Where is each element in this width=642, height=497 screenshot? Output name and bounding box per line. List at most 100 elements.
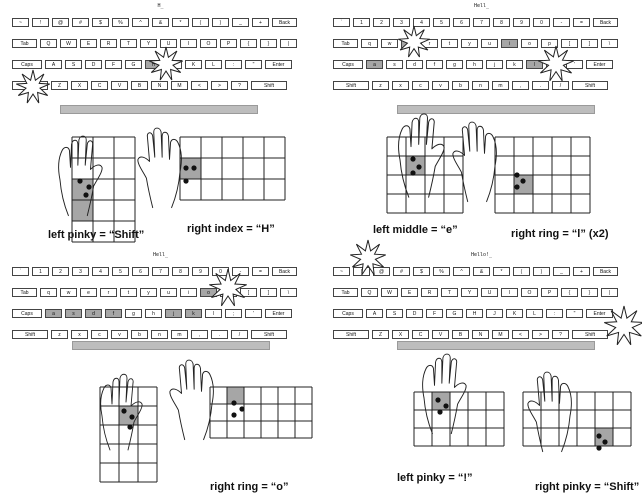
key-2-0[interactable]: Caps	[12, 60, 42, 69]
key-0-12[interactable]: =	[573, 18, 590, 27]
key-3-8[interactable]: <	[191, 81, 208, 90]
key-1-6[interactable]: Y	[140, 39, 157, 48]
key-2-4[interactable]: F	[105, 60, 122, 69]
key-0-11[interactable]: _	[553, 267, 570, 276]
key-1-7[interactable]: u	[481, 39, 498, 48]
key-3-11[interactable]: Shift	[251, 81, 287, 90]
key-0-5[interactable]: %	[433, 267, 450, 276]
key-1-12[interactable]: ]	[581, 39, 598, 48]
key-0-1[interactable]: !	[32, 18, 49, 27]
key-2-8[interactable]: K	[506, 309, 523, 318]
key-3-5[interactable]: b	[452, 81, 469, 90]
key-0-12[interactable]: +	[573, 267, 590, 276]
key-1-2[interactable]: w	[60, 288, 77, 297]
key-1-9[interactable]: o	[521, 39, 538, 48]
key-2-4[interactable]: f	[105, 309, 122, 318]
key-2-5[interactable]: G	[125, 60, 142, 69]
key-2-2[interactable]: s	[386, 60, 403, 69]
key-2-11[interactable]: '	[245, 309, 262, 318]
key-2-3[interactable]: d	[85, 309, 102, 318]
key-2-12[interactable]: Enter	[586, 60, 613, 69]
key-0-9[interactable]: 9	[192, 267, 209, 276]
key-0-6[interactable]: ^	[453, 267, 470, 276]
key-3-2[interactable]: X	[392, 330, 409, 339]
key-3-11[interactable]: Shift	[572, 81, 608, 90]
key-1-9[interactable]: O	[200, 39, 217, 48]
key-0-8[interactable]: 8	[172, 267, 189, 276]
key-3-7[interactable]: M	[171, 81, 188, 90]
key-2-10[interactable]: :	[225, 60, 242, 69]
key-3-3[interactable]: C	[412, 330, 429, 339]
key-3-1[interactable]: z	[51, 330, 68, 339]
key-0-3[interactable]: #	[72, 18, 89, 27]
key-1-7[interactable]: U	[160, 39, 177, 48]
key-3-5[interactable]: b	[131, 330, 148, 339]
key-1-13[interactable]: \	[601, 39, 618, 48]
key-0-9[interactable]: 9	[513, 18, 530, 27]
key-1-6[interactable]: y	[140, 288, 157, 297]
key-2-7[interactable]: j	[486, 60, 503, 69]
key-3-5[interactable]: B	[131, 81, 148, 90]
key-1-5[interactable]: t	[441, 39, 458, 48]
key-1-8[interactable]: i	[180, 288, 197, 297]
key-2-3[interactable]: D	[406, 309, 423, 318]
key-2-2[interactable]: S	[386, 309, 403, 318]
key-1-11[interactable]: {	[561, 288, 578, 297]
key-2-5[interactable]: g	[446, 60, 463, 69]
key-3-7[interactable]: M	[492, 330, 509, 339]
key-3-4[interactable]: v	[111, 330, 128, 339]
key-1-5[interactable]: t	[120, 288, 137, 297]
key-0-9[interactable]: (	[192, 18, 209, 27]
key-3-3[interactable]: c	[91, 330, 108, 339]
key-3-7[interactable]: m	[492, 81, 509, 90]
key-1-2[interactable]: W	[381, 288, 398, 297]
key-2-10[interactable]: :	[546, 309, 563, 318]
key-1-3[interactable]: E	[80, 39, 97, 48]
key-2-12[interactable]: Enter	[265, 309, 292, 318]
key-0-0[interactable]: ~	[12, 18, 29, 27]
key-3-1[interactable]: z	[372, 81, 389, 90]
key-0-0[interactable]: `	[333, 18, 350, 27]
key-3-0[interactable]: Shift	[333, 81, 369, 90]
key-1-5[interactable]: T	[120, 39, 137, 48]
key-0-12[interactable]: =	[252, 267, 269, 276]
key-0-13[interactable]: Back	[272, 267, 297, 276]
key-0-3[interactable]: 3	[72, 267, 89, 276]
key-3-4[interactable]: v	[432, 81, 449, 90]
key-0-6[interactable]: ^	[132, 18, 149, 27]
key-3-10[interactable]: /	[552, 81, 569, 90]
key-3-6[interactable]: n	[472, 81, 489, 90]
key-3-9[interactable]: .	[211, 330, 228, 339]
key-0-4[interactable]: 4	[413, 18, 430, 27]
key-2-10[interactable]: ;	[225, 309, 242, 318]
key-0-8[interactable]: *	[172, 18, 189, 27]
key-0-13[interactable]: Back	[593, 267, 618, 276]
key-0-8[interactable]: *	[493, 267, 510, 276]
key-3-0[interactable]: Shift	[333, 330, 369, 339]
key-1-10[interactable]: P	[541, 288, 558, 297]
key-1-0[interactable]: Tab	[333, 39, 358, 48]
key-0-0[interactable]: ~	[333, 267, 350, 276]
key-3-9[interactable]: >	[211, 81, 228, 90]
key-3-6[interactable]: N	[151, 81, 168, 90]
key-3-8[interactable]: <	[512, 330, 529, 339]
key-2-11[interactable]: "	[566, 309, 583, 318]
key-0-7[interactable]: 7	[152, 267, 169, 276]
key-0-8[interactable]: 8	[493, 18, 510, 27]
key-1-10[interactable]: P	[220, 39, 237, 48]
key-1-5[interactable]: T	[441, 288, 458, 297]
key-3-2[interactable]: X	[71, 81, 88, 90]
key-2-2[interactable]: S	[65, 60, 82, 69]
key-3-4[interactable]: V	[432, 330, 449, 339]
key-2-1[interactable]: A	[366, 309, 383, 318]
key-3-8[interactable]: ,	[191, 330, 208, 339]
key-0-1[interactable]: !	[353, 267, 370, 276]
key-2-7[interactable]: j	[165, 309, 182, 318]
key-2-9[interactable]: L	[205, 60, 222, 69]
key-1-4[interactable]: R	[100, 39, 117, 48]
key-3-2[interactable]: x	[392, 81, 409, 90]
key-0-5[interactable]: 5	[433, 18, 450, 27]
key-0-10[interactable]: )	[212, 18, 229, 27]
key-1-11[interactable]: {	[240, 39, 257, 48]
key-1-4[interactable]: R	[421, 288, 438, 297]
